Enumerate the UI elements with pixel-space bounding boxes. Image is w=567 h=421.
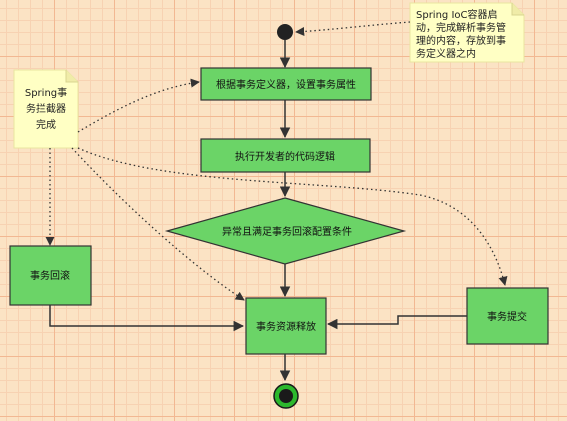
edge-rollback-to-release [49, 305, 245, 332]
node-set-attributes: 根据事务定义器，设置事务属性 [200, 67, 372, 101]
node-execute-code-label: 执行开发者的代码逻辑 [235, 150, 335, 163]
dotted-ioc-to-start [295, 21, 411, 37]
node-commit-label: 事务提交 [487, 310, 527, 323]
node-rollback-label: 事务回滚 [30, 269, 70, 282]
dotted-interceptor-to-set-attributes [77, 78, 200, 133]
end-node [273, 383, 299, 409]
node-rollback: 事务回滚 [9, 245, 92, 306]
solid-edges [49, 40, 467, 382]
note-ioc-line-1: Spring IoC容器启 [416, 8, 498, 21]
note-interceptor-line-1: Spring事 [25, 86, 67, 99]
note-ioc-line-2: 动，完成解析事务管 [416, 21, 506, 34]
node-commit: 事务提交 [466, 287, 549, 345]
note-interceptor: Spring事 务拦截器 完成 [13, 69, 79, 149]
dotted-interceptor-to-release [71, 147, 245, 301]
start-node [277, 24, 293, 40]
node-execute-code: 执行开发者的代码逻辑 [200, 138, 371, 173]
edge-commit-to-release [326, 315, 467, 330]
note-interceptor-line-2: 务拦截器 [26, 102, 66, 115]
note-ioc-container: Spring IoC容器启 动，完成解析事务管 理的内容，存放到事 务定义器之内 [409, 2, 525, 63]
node-release-label: 事务资源释放 [256, 320, 316, 333]
note-interceptor-line-3: 完成 [36, 118, 56, 131]
node-release: 事务资源释放 [245, 297, 327, 355]
note-ioc-line-4: 务定义器之内 [416, 47, 476, 60]
note-ioc-line-3: 理的内容，存放到事 [416, 34, 506, 47]
node-set-attributes-label: 根据事务定义器，设置事务属性 [216, 78, 356, 91]
node-condition: 异常且满足事务回滚配置条件 [164, 197, 407, 265]
node-condition-label: 异常且满足事务回滚配置条件 [222, 225, 352, 238]
dotted-connectors [45, 21, 508, 301]
